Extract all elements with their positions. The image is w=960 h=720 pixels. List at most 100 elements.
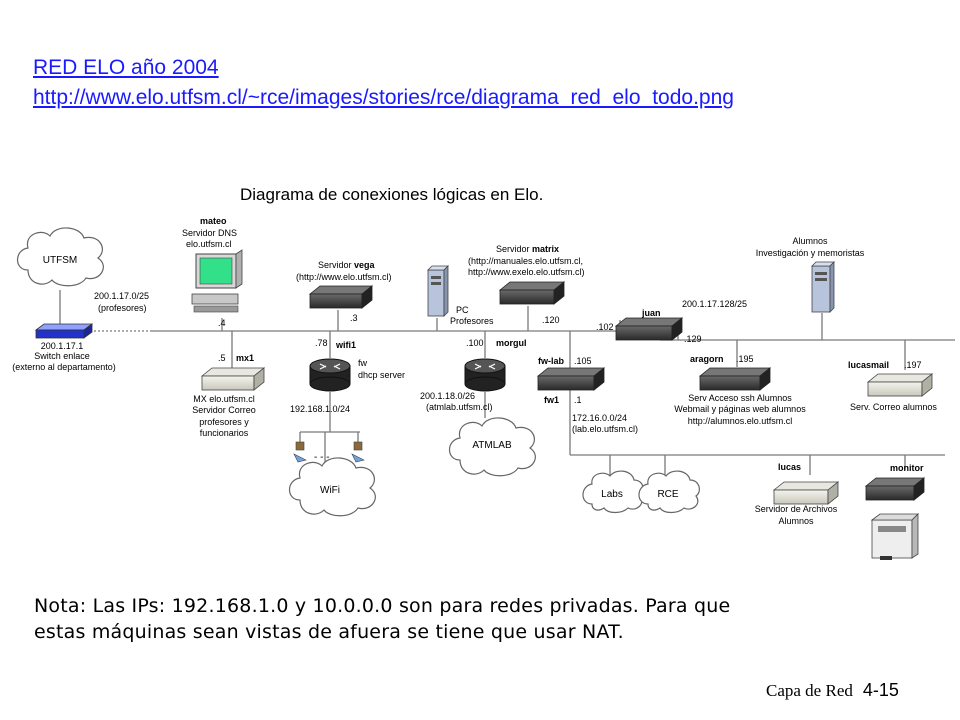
mx1-labels: mx1 .5 MX elo.utfsm.cl Servidor Correo p… (192, 353, 256, 438)
fwlab-labels: fw-lab .105 fw1 .1 172.16.0.0/24 (lab.el… (538, 356, 638, 434)
svg-text:fw1: fw1 (544, 395, 559, 405)
svg-text:Switch enlace: Switch enlace (34, 351, 90, 361)
cloud-wifi: WiFi (288, 457, 376, 517)
svg-text:.78: .78 (315, 338, 328, 348)
access-point-icons: - - - (293, 441, 365, 463)
fwlab-server-icon (536, 367, 606, 391)
svg-text:(http://manuales.elo.utfsm.cl,: (http://manuales.elo.utfsm.cl, (468, 256, 583, 266)
note-text: Nota: Las IPs: 192.168.1.0 y 10.0.0.0 so… (34, 593, 730, 645)
aragorn-labels: aragorn .195 Serv Acceso ssh Alumnos Web… (674, 354, 806, 426)
matrix-labels: Servidor matrix (http://manuales.elo.utf… (468, 244, 585, 325)
svg-text:.3: .3 (350, 313, 358, 323)
aragorn-server-icon (698, 367, 772, 391)
monitor-labels: monitor (890, 463, 924, 473)
wifi1-router-icon (309, 358, 351, 392)
svg-text:juan: juan (641, 308, 661, 318)
lucasmail-server-icon (866, 373, 934, 397)
svg-text:Alumnos: Alumnos (778, 516, 814, 526)
svg-text:funcionarios: funcionarios (200, 428, 249, 438)
svg-text:ATMLAB: ATMLAB (472, 440, 512, 451)
switch-enlace-icon (34, 323, 94, 339)
svg-text:lucasmail: lucasmail (848, 360, 889, 370)
lucas-server-icon (772, 481, 840, 505)
svg-text:.100: .100 (466, 338, 484, 348)
pc-profesores-icon (427, 265, 449, 317)
network-links (59, 290, 955, 475)
svg-text:Labs: Labs (601, 489, 623, 500)
svg-text:.4: .4 (218, 318, 226, 328)
svg-text:Webmail y páginas web alumnos: Webmail y páginas web alumnos (674, 404, 806, 414)
vega-server-icon (308, 285, 374, 309)
alumnos-labels: Alumnos Investigación y memoristas (756, 236, 865, 258)
source-url-link[interactable]: http://www.elo.utfsm.cl/~rce/images/stor… (33, 86, 734, 109)
svg-text:Profesores: Profesores (450, 316, 494, 326)
switch-labels: 200.1.17.1 Switch enlace (externo al dep… (12, 341, 116, 372)
footer-label: Capa de Red (766, 681, 853, 700)
svg-text:Serv Acceso ssh Alumnos: Serv Acceso ssh Alumnos (688, 393, 792, 403)
pc-labels: PC Profesores (450, 305, 494, 326)
title-link[interactable]: RED ELO año 2004 (33, 56, 219, 79)
cloud-rce: RCE (638, 470, 700, 514)
svg-text:(profesores): (profesores) (98, 303, 147, 313)
wifi1-labels: .78 wifi1 fw dhcp server 192.168.1.0/24 (290, 338, 405, 414)
svg-text:(lab.elo.utfsm.cl): (lab.elo.utfsm.cl) (572, 424, 638, 434)
mateo-labels: mateo Servidor DNS elo.utfsm.cl .4 (182, 216, 237, 328)
svg-text:mateo: mateo (200, 216, 227, 226)
network-diagram: Diagrama de conexiones lógicas en Elo. (12, 185, 955, 560)
note-line-1: Nota: Las IPs: 192.168.1.0 y 10.0.0.0 so… (34, 595, 731, 617)
svg-text:(externo al departamento): (externo al departamento) (12, 362, 116, 372)
svg-text:Servidor vega: Servidor vega (318, 260, 376, 270)
printer-icon (870, 513, 919, 560)
svg-text:http://www.exelo.elo.utfsm.cl): http://www.exelo.elo.utfsm.cl) (468, 267, 585, 277)
svg-text:WiFi: WiFi (320, 485, 340, 496)
svg-text:lucas: lucas (778, 462, 801, 472)
svg-text:PC: PC (456, 305, 469, 315)
svg-text:.105: .105 (574, 356, 592, 366)
svg-text:morgul: morgul (496, 338, 527, 348)
lucas-labels: lucas Servidor de Archivos Alumnos (755, 462, 838, 526)
matrix-server-icon (498, 281, 566, 305)
svg-text:.129: .129 (684, 334, 702, 344)
svg-text:MX elo.utfsm.cl: MX elo.utfsm.cl (193, 394, 255, 404)
morgul-router-icon (464, 358, 506, 392)
svg-text:Servidor DNS: Servidor DNS (182, 228, 237, 238)
svg-text:(atmlab.utfsm.cl): (atmlab.utfsm.cl) (426, 402, 493, 412)
svg-text:dhcp server: dhcp server (358, 370, 405, 380)
svg-text:200.1.17.1: 200.1.17.1 (41, 341, 84, 351)
svg-text:.5: .5 (218, 353, 226, 363)
lucasmail-labels: lucasmail .197 Serv. Correo alumnos (848, 360, 937, 412)
mx1-server-icon (200, 367, 266, 391)
svg-text:200.1.18.0/26: 200.1.18.0/26 (420, 391, 475, 401)
cloud-labs: Labs (582, 470, 644, 514)
svg-text:172.16.0.0/24: 172.16.0.0/24 (572, 413, 627, 423)
svg-text:Serv. Correo alumnos: Serv. Correo alumnos (850, 402, 937, 412)
svg-text:200.1.17.0/25: 200.1.17.0/25 (94, 291, 149, 301)
svg-text:fw-lab: fw-lab (538, 356, 565, 366)
svg-text:.197: .197 (904, 360, 922, 370)
svg-text:UTFSM: UTFSM (43, 255, 77, 266)
slide-footer: Capa de Red 4-15 (766, 680, 899, 701)
svg-text:200.1.17.128/25: 200.1.17.128/25 (682, 299, 747, 309)
svg-text:.1: .1 (574, 395, 582, 405)
svg-text:mx1: mx1 (236, 353, 254, 363)
net-profesores-label: 200.1.17.0/25 (profesores) (94, 291, 149, 313)
svg-text:- - -: - - - (314, 452, 330, 463)
svg-text:192.168.1.0/24: 192.168.1.0/24 (290, 404, 350, 414)
svg-text:Servidor Correo: Servidor Correo (192, 405, 256, 415)
svg-text:.120: .120 (542, 315, 560, 325)
juan-server-icon (614, 317, 684, 341)
page-number: 4-15 (862, 680, 899, 700)
svg-text:.195: .195 (736, 354, 754, 364)
svg-text:wifi1: wifi1 (335, 340, 356, 350)
svg-text:Alumnos: Alumnos (792, 236, 828, 246)
morgul-labels: .100 morgul 200.1.18.0/26 (atmlab.utfsm.… (420, 338, 527, 412)
svg-text:.102: .102 (596, 322, 614, 332)
svg-text:RCE: RCE (657, 489, 678, 500)
cloud-utfsm: UTFSM (16, 227, 104, 287)
svg-text:Servidor matrix: Servidor matrix (496, 244, 559, 254)
svg-text:Servidor de Archivos: Servidor de Archivos (755, 504, 838, 514)
svg-text:Investigación y memoristas: Investigación y memoristas (756, 248, 865, 258)
note-line-2: estas máquinas sean vistas de afuera se … (34, 621, 624, 643)
svg-text:elo.utfsm.cl: elo.utfsm.cl (186, 239, 232, 249)
svg-text:fw: fw (358, 358, 368, 368)
